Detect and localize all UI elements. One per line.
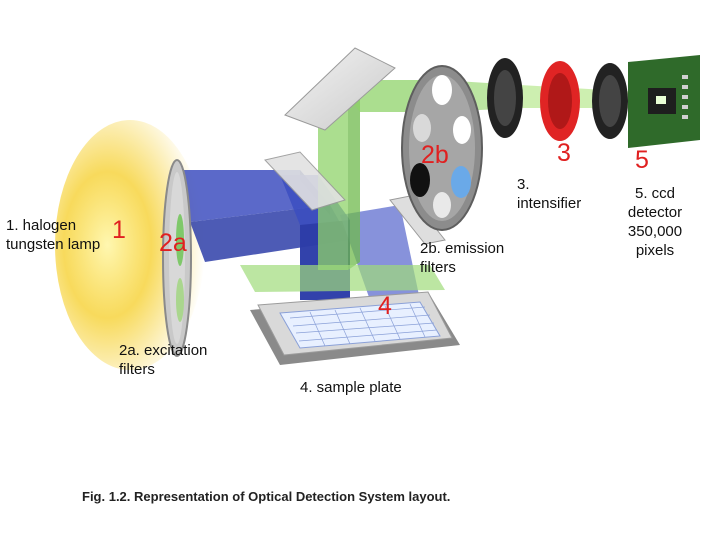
ccd-detector (628, 55, 700, 148)
number-5: 5 (635, 146, 649, 174)
fold-mirror (284, 47, 396, 131)
excitation-filter-wheel (162, 159, 192, 357)
dichroic-mirror (264, 151, 346, 211)
label-halogen-lamp: 1. halogen tungsten lamp (6, 217, 101, 253)
sample-plate (250, 291, 460, 365)
emission-mirror (389, 195, 446, 245)
filter-plane (240, 265, 445, 292)
label-ccd-detector: 5. ccd detector 350,000 pixels (627, 185, 683, 259)
label-intensifier: 3. intensifier (517, 176, 582, 212)
number-2b: 2b (421, 141, 449, 169)
label-excitation-filters: 2a. excitation filters (119, 342, 208, 378)
number-2a: 2a (159, 229, 187, 257)
label-sample-plate: 4. sample plate (300, 379, 402, 396)
figure-caption: Fig. 1.2. Representation of Optical Dete… (82, 489, 451, 504)
number-3: 3 (557, 139, 571, 167)
intensifier (487, 58, 628, 141)
number-4: 4 (378, 292, 392, 320)
emission-filter-wheel (401, 65, 483, 231)
label-emission-filters: 2b. emission filters (420, 240, 505, 276)
number-1: 1 (112, 216, 126, 244)
